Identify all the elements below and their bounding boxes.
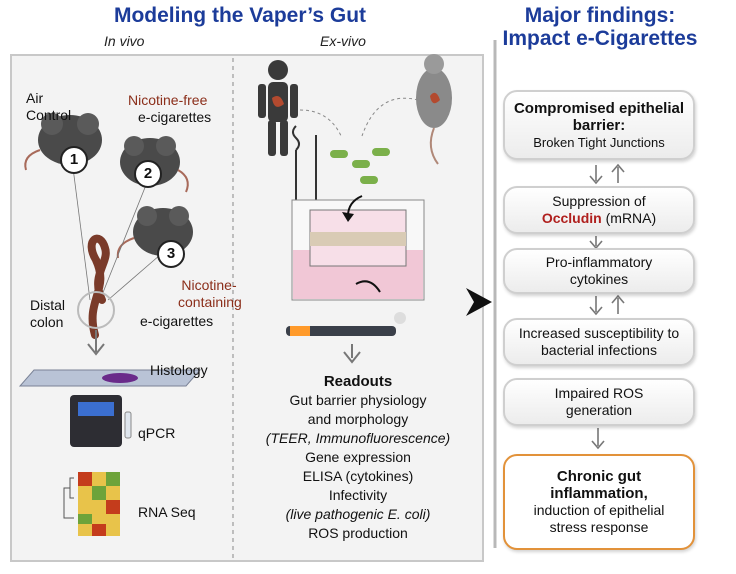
readouts-heading: Readouts xyxy=(323,373,393,390)
finding-ros: Impaired ROS generation xyxy=(503,378,695,426)
finding-barrier: Compromised epithelial barrier: Broken T… xyxy=(503,90,695,160)
finding-arrows xyxy=(589,163,625,450)
qpcr-machine-icon xyxy=(70,395,132,447)
finding-barrier-title: Compromised epithelial barrier: xyxy=(513,99,685,134)
colon-icon xyxy=(87,234,110,339)
finding-final-text: induction of epithelial stress response xyxy=(533,502,665,535)
readout-line: Gut barrier physiology xyxy=(289,392,427,408)
nicotine-free-ecig-label: e-cigarettes xyxy=(138,109,212,125)
readout-line: Infectivity xyxy=(328,487,388,503)
readout-line: Gene expression xyxy=(305,449,411,465)
in-vivo-subtitle: In vivo xyxy=(104,33,145,49)
ex-vivo-subtitle: Ex-vivo xyxy=(320,33,366,49)
finding-cytokines: Pro-inflammatory cytokines xyxy=(503,248,695,294)
human-figure-icon xyxy=(258,60,298,156)
finding-occludin: Suppression of Occludin (mRNA) xyxy=(503,186,695,234)
findings-title: Major findings: Impact e-Cigarettes xyxy=(502,4,698,50)
bacteria-icon xyxy=(330,148,390,184)
distal-colon-label: Distal colon xyxy=(30,297,66,330)
e-cigarette-icon xyxy=(286,312,406,336)
nicotine-free-label: Nicotine-free xyxy=(128,92,208,108)
finding-occludin-line1: Suppression of xyxy=(552,193,646,209)
finding-cytokines-text: Pro-inflammatory cytokines xyxy=(545,254,653,287)
finding-final-title: Chronic gut inflammation, xyxy=(550,468,648,502)
finding-barrier-text: Broken Tight Junctions xyxy=(533,134,665,150)
finding-occludin-mrna: (mRNA) xyxy=(605,210,657,226)
qpcr-label: qPCR xyxy=(138,425,176,441)
rna-seq-label: RNA Seq xyxy=(138,504,196,520)
rna-seq-heatmap-icon xyxy=(63,472,120,536)
marker-2: 2 xyxy=(134,160,162,188)
nicotine-containing-ecig-label: e-cigarettes xyxy=(140,313,214,329)
rat-figure-icon xyxy=(416,54,452,165)
colon-ring xyxy=(77,291,115,329)
main-title: Modeling the Vaper’s Gut xyxy=(113,4,367,27)
marker-1: 1 xyxy=(60,146,88,174)
occludin-gene: Occludin xyxy=(541,210,602,226)
marker-3: 3 xyxy=(157,240,185,268)
readout-line: and morphology xyxy=(307,411,409,427)
finding-ros-text: Impaired ROS generation xyxy=(554,385,644,418)
transwell-icon xyxy=(291,195,425,301)
histology-label: Histology xyxy=(150,362,208,378)
air-control-label: Air Control xyxy=(26,90,72,123)
histology-slide-icon xyxy=(18,369,202,387)
readout-line: ELISA (cytokines) xyxy=(302,468,414,484)
readout-line: ROS production xyxy=(308,525,408,541)
finding-infections-text: Increased susceptibility to bacterial in… xyxy=(518,325,680,358)
finding-chronic-inflammation: Chronic gut inflammation, induction of e… xyxy=(503,454,695,550)
finding-occludin-line2: Occludin (mRNA) xyxy=(505,210,693,227)
nicotine-containing-label: Nicotine-containing xyxy=(178,277,242,310)
readouts-block: Readouts Gut barrier physiology and morp… xyxy=(248,372,468,543)
main-arrow xyxy=(466,288,492,316)
finding-infections: Increased susceptibility to bacterial in… xyxy=(503,318,695,366)
readout-line: (live pathogenic E. coli) xyxy=(285,506,431,522)
readout-line: (TEER, Immunofluorescence) xyxy=(265,430,451,446)
